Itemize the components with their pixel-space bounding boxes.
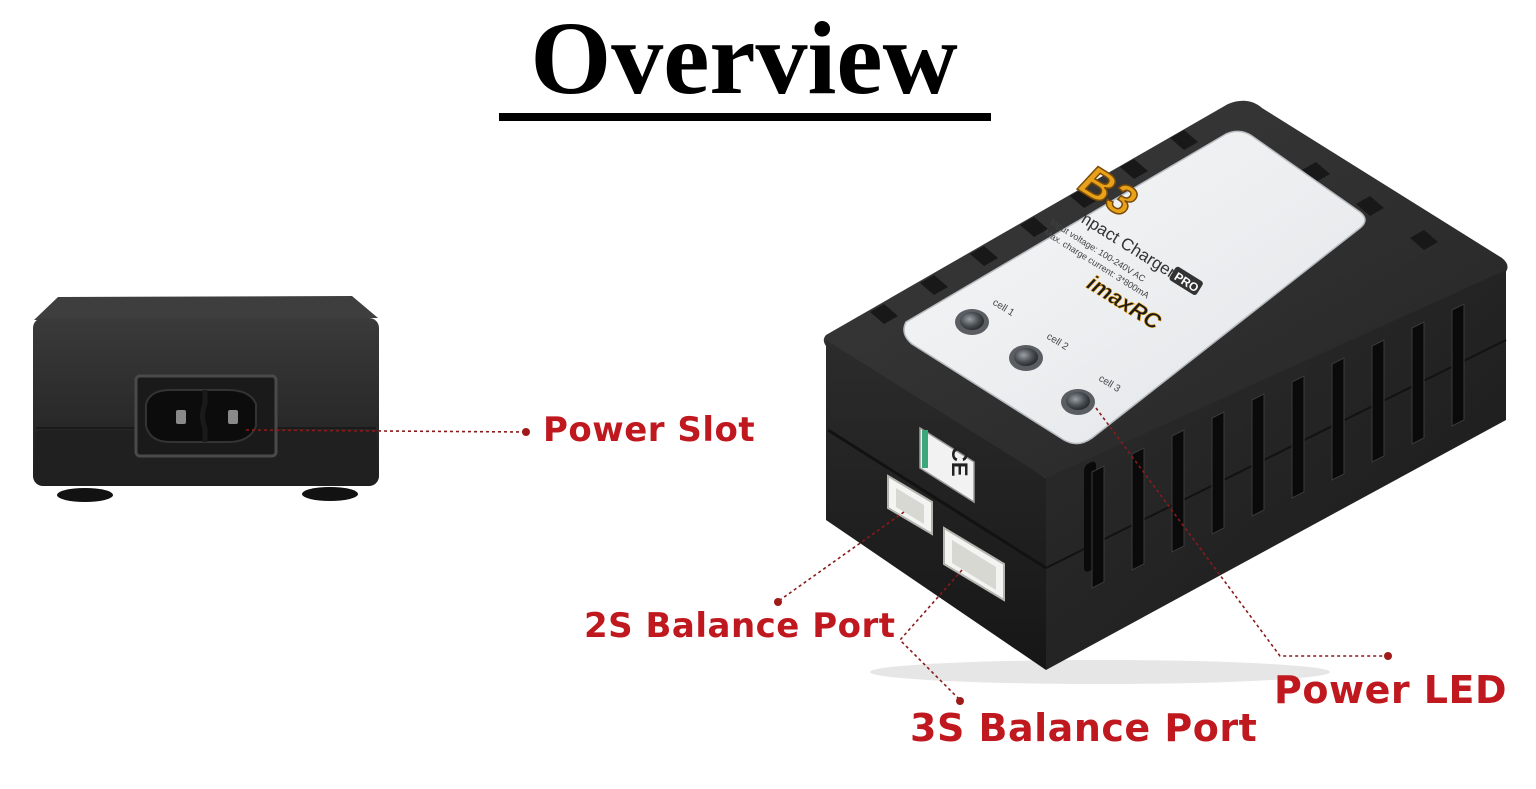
leader-dot-power-led [1384,652,1392,660]
leader-power-led [1095,407,1386,657]
power-socket-icon [134,374,278,458]
balance-port-3s-icon [943,526,1005,602]
label-certification: CE [947,446,972,477]
cell-led-2-icon [1009,345,1043,371]
leader-dot-2s-port [774,598,782,606]
callout-2s-balance-port: 2S Balance Port [584,606,896,646]
ce-badge [919,426,975,504]
callout-power-led: Power LED [1274,668,1508,712]
callout-3s-balance-port: 3S Balance Port [910,706,1258,750]
leader-2s-port [779,511,905,601]
leader-dots [522,428,1392,705]
cell-led-3-icon [1061,389,1095,415]
leader-lines [245,407,1386,701]
leader-dot-3s-port [956,697,964,705]
leader-dot-power-slot [522,428,530,436]
leader-power-slot [245,429,525,433]
page-title: Overview [530,1,958,116]
balance-port-2s-icon [887,474,933,536]
callout-power-slot: Power Slot [543,410,756,450]
leader-3s-port [898,569,963,701]
cell-led-1-icon [955,309,989,335]
title-underline [499,113,991,121]
